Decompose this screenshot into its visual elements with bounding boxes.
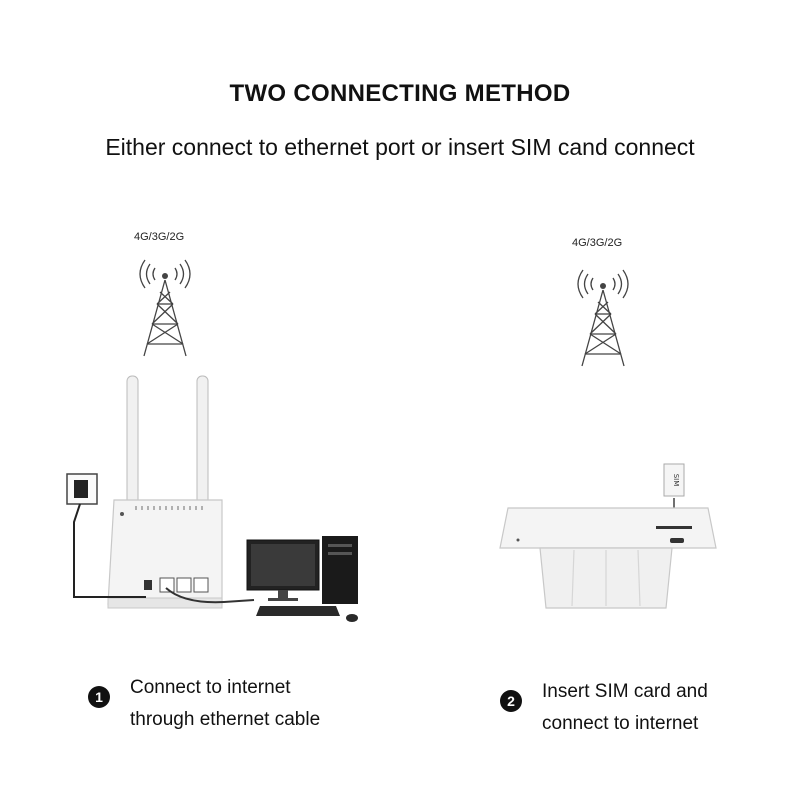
diagram-title: TWO CONNECTING METHOD (229, 80, 571, 107)
cell-tower-icon (139, 259, 191, 357)
step-number-badge: 1 (88, 686, 110, 708)
network-label-1: 4G/3G/2G (134, 231, 185, 243)
sim-card-label: SIM (672, 474, 680, 487)
step-2-line-2: connect to internet (542, 713, 699, 734)
step-2: 2 Insert SIM card and connect to interne… (500, 676, 708, 740)
cell-tower-icon (577, 269, 629, 367)
router-ethernet-illustration (66, 375, 358, 622)
step-1-line-2: through ethernet cable (130, 709, 321, 730)
step-2-text: Insert SIM card and connect to internet (542, 676, 708, 740)
step-2-line-1: Insert SIM card and (542, 681, 708, 702)
step-number-badge: 2 (500, 690, 522, 712)
diagram-subtitle: Either connect to ethernet port or inser… (105, 134, 695, 160)
network-label-2: 4G/3G/2G (572, 237, 623, 249)
step-1: 1 Connect to internet through ethernet c… (88, 672, 320, 736)
step-1-text: Connect to internet through ethernet cab… (130, 672, 320, 736)
router-sim-illustration: SIM (499, 463, 717, 609)
step-1-line-1: Connect to internet (130, 677, 291, 698)
